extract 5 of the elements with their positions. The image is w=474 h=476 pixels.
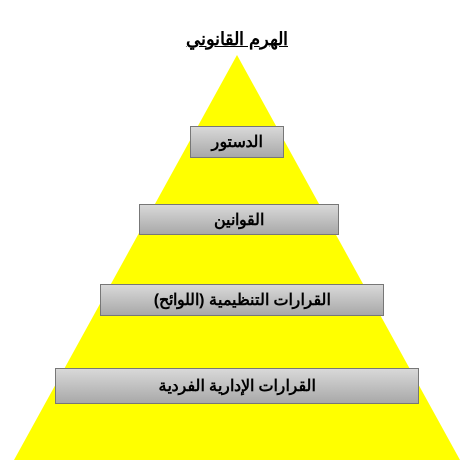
level-box: القرارات التنظيمية (اللوائح) (100, 284, 384, 316)
level-box: القرارات الإدارية الفردية (55, 368, 419, 404)
title: الهرم القانوني (186, 29, 288, 49)
level-box: القوانين (139, 204, 339, 235)
level-box: الدستور (190, 126, 284, 158)
